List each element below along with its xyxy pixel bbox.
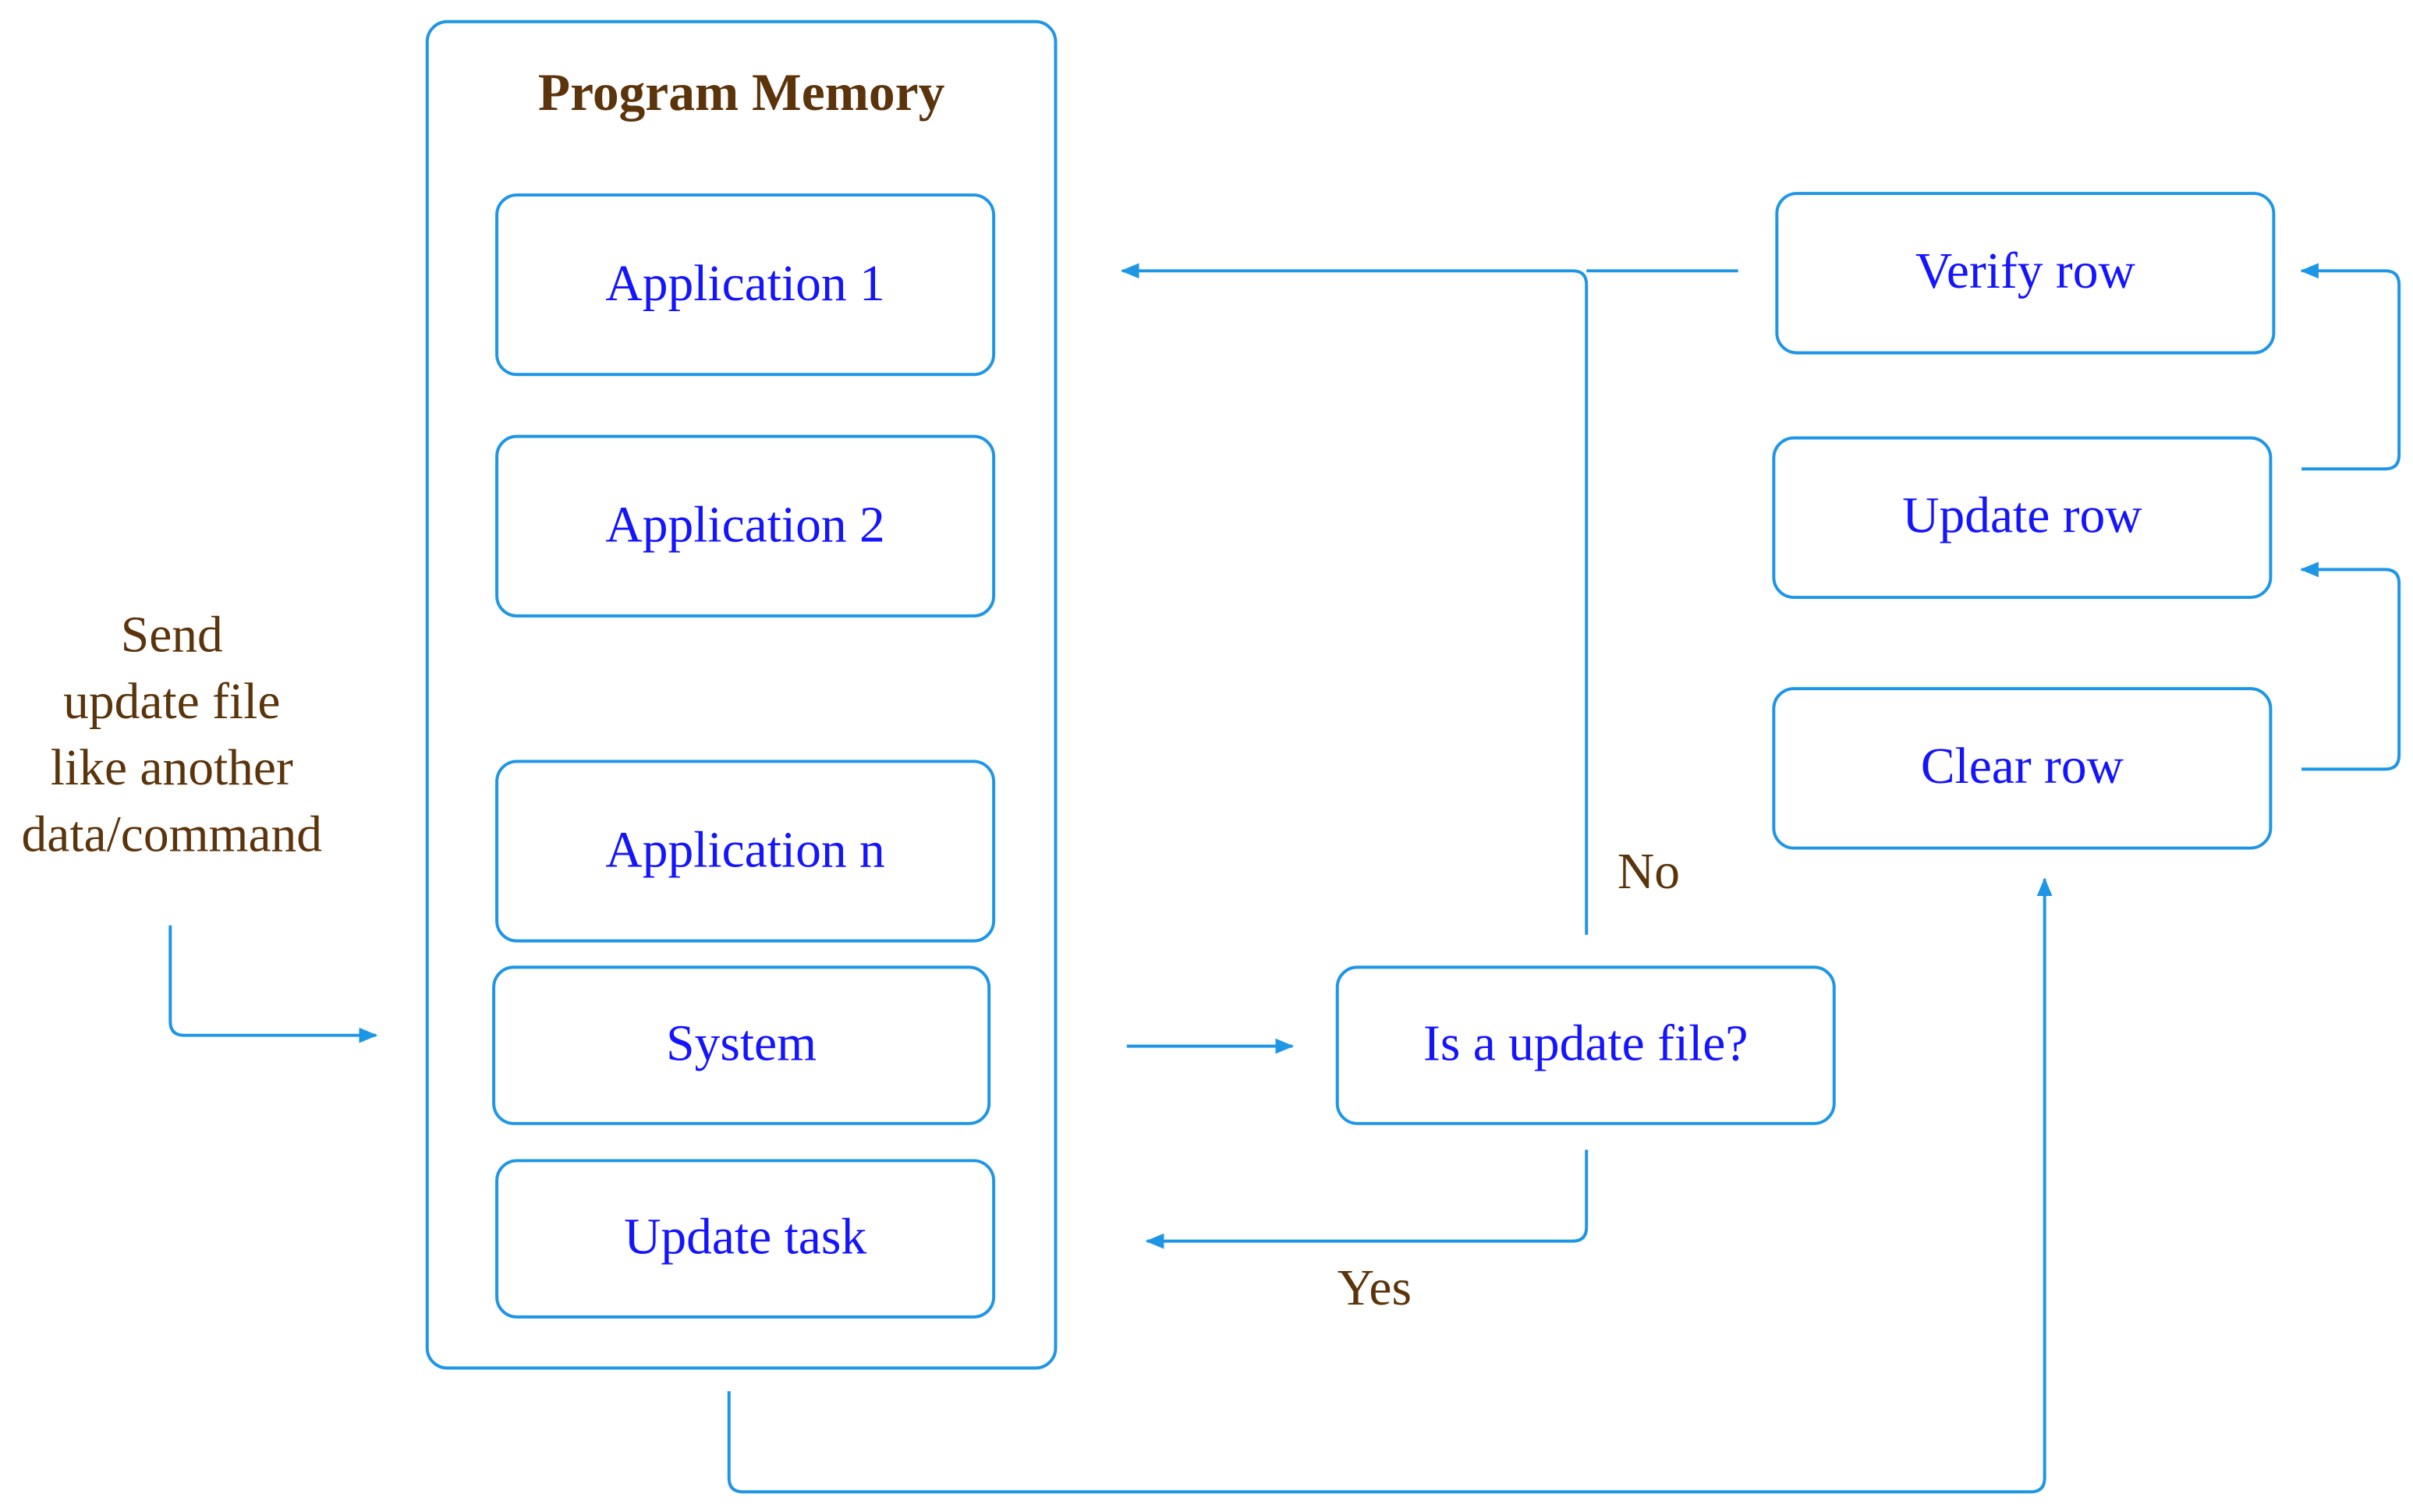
send-update-file-note: Send update file like another data/comma… <box>0 604 344 869</box>
update-task-label: Update task <box>624 1209 867 1266</box>
update-row-box: Update row <box>1772 436 2273 600</box>
send-line-3: like another <box>50 741 293 798</box>
clear-row-box: Clear row <box>1772 687 2273 850</box>
clear-to-update-arrow <box>2300 561 2401 771</box>
application-n-box: Application n <box>495 760 996 943</box>
system-box: System <box>492 965 991 1125</box>
send-line-2: update file <box>63 675 281 731</box>
application-2-label: Application 2 <box>605 498 885 554</box>
verify-row-box: Verify row <box>1775 192 2276 355</box>
update-to-verify-arrow <box>2300 263 2401 471</box>
verify-row-label: Verify row <box>1915 244 2135 301</box>
update-row-label: Update row <box>1902 489 2142 545</box>
application-2-box: Application 2 <box>495 434 996 618</box>
yes-branch-arrow <box>1145 1149 1589 1249</box>
application-1-box: Application 1 <box>495 193 996 377</box>
application-n-label: Application n <box>605 822 885 879</box>
send-line-1: Send <box>120 607 223 664</box>
system-label: System <box>666 1016 817 1073</box>
no-label: No <box>1617 845 1680 901</box>
no-branch-arrow <box>1120 263 1589 935</box>
decision-box: Is a update file? <box>1335 965 1836 1125</box>
send-line-4: data/command <box>21 807 323 864</box>
send-arrow <box>168 925 378 1043</box>
decision-question: Is a update file? <box>1423 1016 1749 1073</box>
yes-label: Yes <box>1337 1261 1412 1317</box>
program-memory-title: Program Memory <box>537 65 945 122</box>
update-task-box: Update task <box>495 1159 996 1319</box>
application-1-label: Application 1 <box>605 256 885 312</box>
memory-to-clear-arrow <box>727 877 2053 1494</box>
clear-row-label: Clear row <box>1920 739 2124 796</box>
